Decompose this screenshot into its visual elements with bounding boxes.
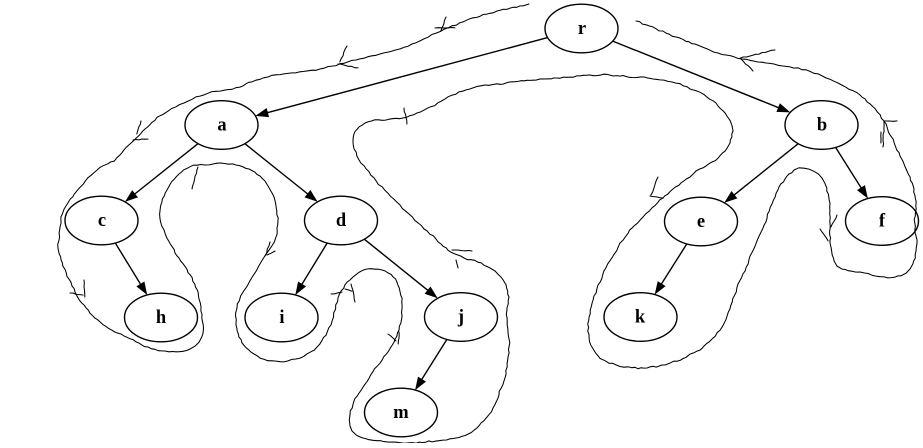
svg-text:k: k	[635, 307, 646, 327]
svg-text:f: f	[879, 211, 886, 231]
svg-text:r: r	[578, 19, 586, 39]
svg-text:b: b	[817, 115, 827, 135]
svg-text:e: e	[697, 212, 705, 232]
svg-text:i: i	[279, 308, 284, 328]
svg-text:j: j	[457, 307, 464, 327]
svg-text:a: a	[217, 115, 226, 135]
svg-text:d: d	[336, 211, 347, 231]
svg-text:h: h	[156, 308, 167, 328]
svg-text:m: m	[393, 403, 409, 423]
svg-text:c: c	[98, 211, 106, 231]
